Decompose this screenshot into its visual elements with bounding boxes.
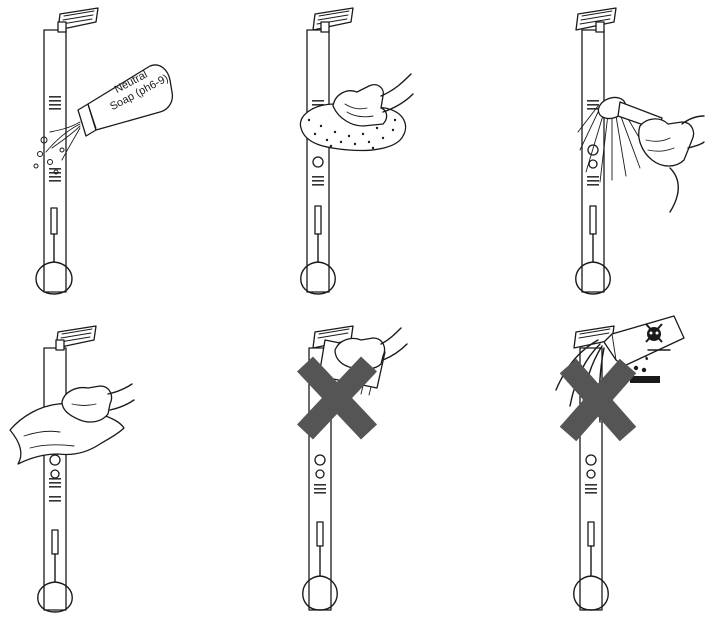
panel-neutral-soap: Neutral Soap (ph6-9) — [0, 0, 235, 310]
hand-icon — [639, 116, 704, 166]
panel-chemical-prohibited — [470, 310, 705, 619]
shower-panel-icon — [235, 310, 470, 619]
shower-panel-icon — [0, 310, 235, 619]
hand-icon — [62, 384, 134, 422]
shower-panel-icon: Neutral Soap (ph6-9) — [0, 0, 235, 310]
shower-panel-icon — [470, 310, 705, 619]
panel-cloth — [0, 310, 235, 619]
shower-panel-icon — [235, 0, 470, 310]
panel-sponge — [235, 0, 470, 310]
shower-panel-icon — [470, 0, 705, 310]
panel-brush-prohibited — [235, 310, 470, 619]
panel-rinse — [470, 0, 705, 310]
chemical-bottle-icon — [604, 316, 684, 366]
